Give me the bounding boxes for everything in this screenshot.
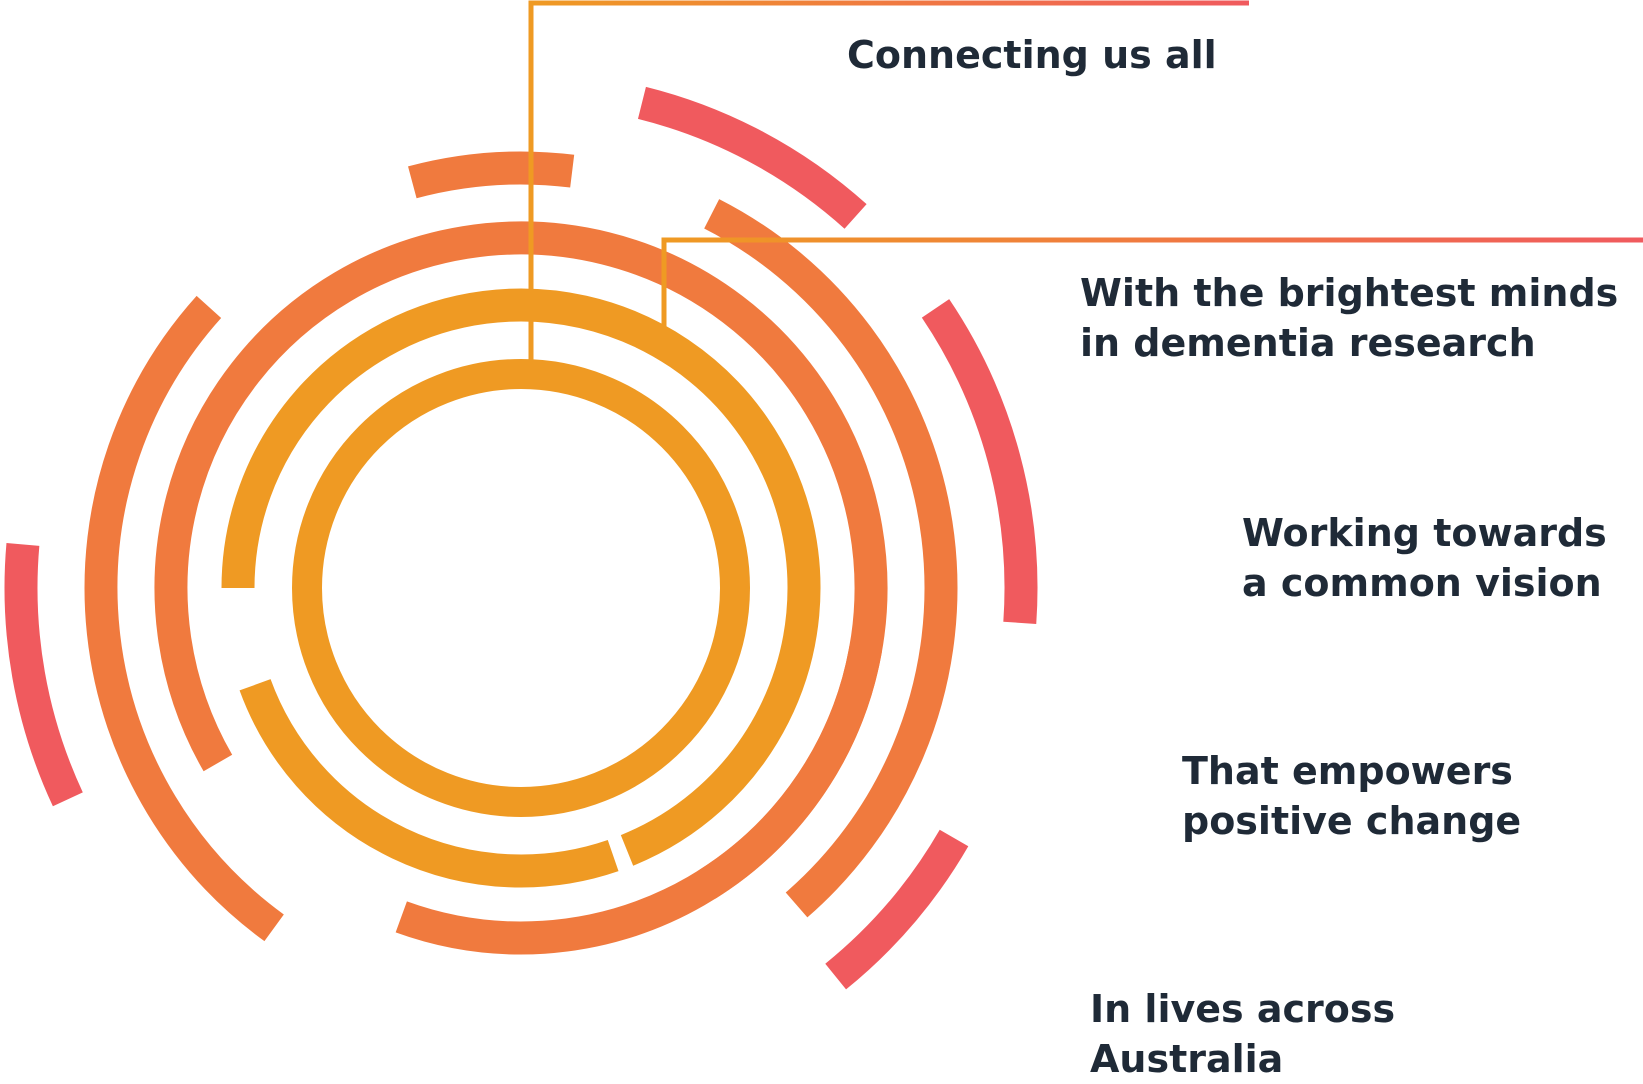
ring-arcs bbox=[4, 86, 1038, 990]
leader-brightest bbox=[661, 237, 1643, 330]
label-connecting-line1: Connecting us all bbox=[847, 33, 1217, 77]
ring-5-lowerright bbox=[825, 829, 969, 990]
ring-3-lower bbox=[395, 645, 882, 955]
label-working-line1: Working towards bbox=[1242, 511, 1607, 555]
leader-lines bbox=[528, 0, 1643, 958]
label-connecting: Connecting us all bbox=[847, 30, 1217, 80]
ring-inner bbox=[292, 359, 751, 817]
label-working: Working towards a common vision bbox=[1242, 508, 1607, 608]
label-empowers-line2: positive change bbox=[1182, 799, 1522, 843]
label-brightest-line2: in dementia research bbox=[1080, 321, 1536, 365]
ring-5-right bbox=[921, 299, 1038, 625]
label-lives-line1: In lives across bbox=[1090, 987, 1396, 1031]
leader-connecting bbox=[528, 0, 1249, 360]
ring-4-right bbox=[704, 199, 958, 918]
label-brightest-line1: With the brightest minds bbox=[1080, 271, 1619, 315]
ring-4-left bbox=[84, 295, 284, 942]
label-empowers-line1: That empowers bbox=[1182, 749, 1513, 793]
label-working-line2: a common vision bbox=[1242, 561, 1602, 605]
label-empowers: That empowers positive change bbox=[1182, 746, 1521, 846]
ring-5-top bbox=[637, 86, 867, 229]
label-lives: In lives across Australia bbox=[1090, 984, 1395, 1084]
ring-4-top bbox=[408, 151, 575, 199]
label-brightest: With the brightest minds in dementia res… bbox=[1080, 268, 1618, 368]
ring-5-left bbox=[4, 542, 83, 807]
ring-2-gap-segment bbox=[239, 679, 619, 888]
label-lives-line2: Australia bbox=[1090, 1037, 1284, 1081]
ring-2 bbox=[221, 288, 821, 866]
